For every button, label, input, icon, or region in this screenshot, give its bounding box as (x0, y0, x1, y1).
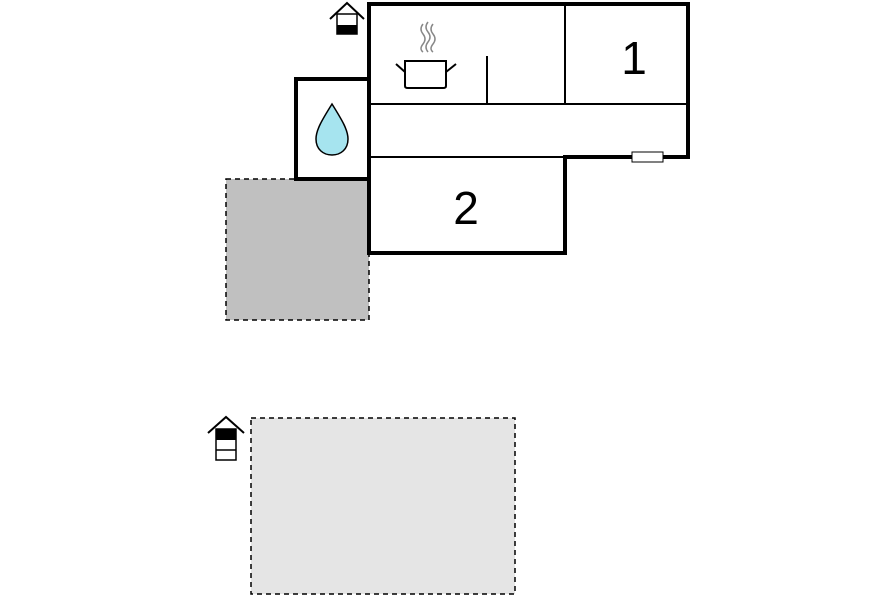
door-marker (631, 151, 664, 163)
outdoor-area (250, 417, 516, 595)
terrace-area (225, 178, 370, 321)
bedroom-2-label: 2 (453, 182, 479, 234)
outdoor-entrance-icon (207, 415, 245, 461)
bedroom-1-label: 1 (621, 32, 647, 84)
main-entrance-icon (329, 1, 365, 35)
cooking-pot-icon (395, 21, 457, 89)
water-drop-icon (315, 102, 349, 156)
bathroom (294, 77, 371, 181)
